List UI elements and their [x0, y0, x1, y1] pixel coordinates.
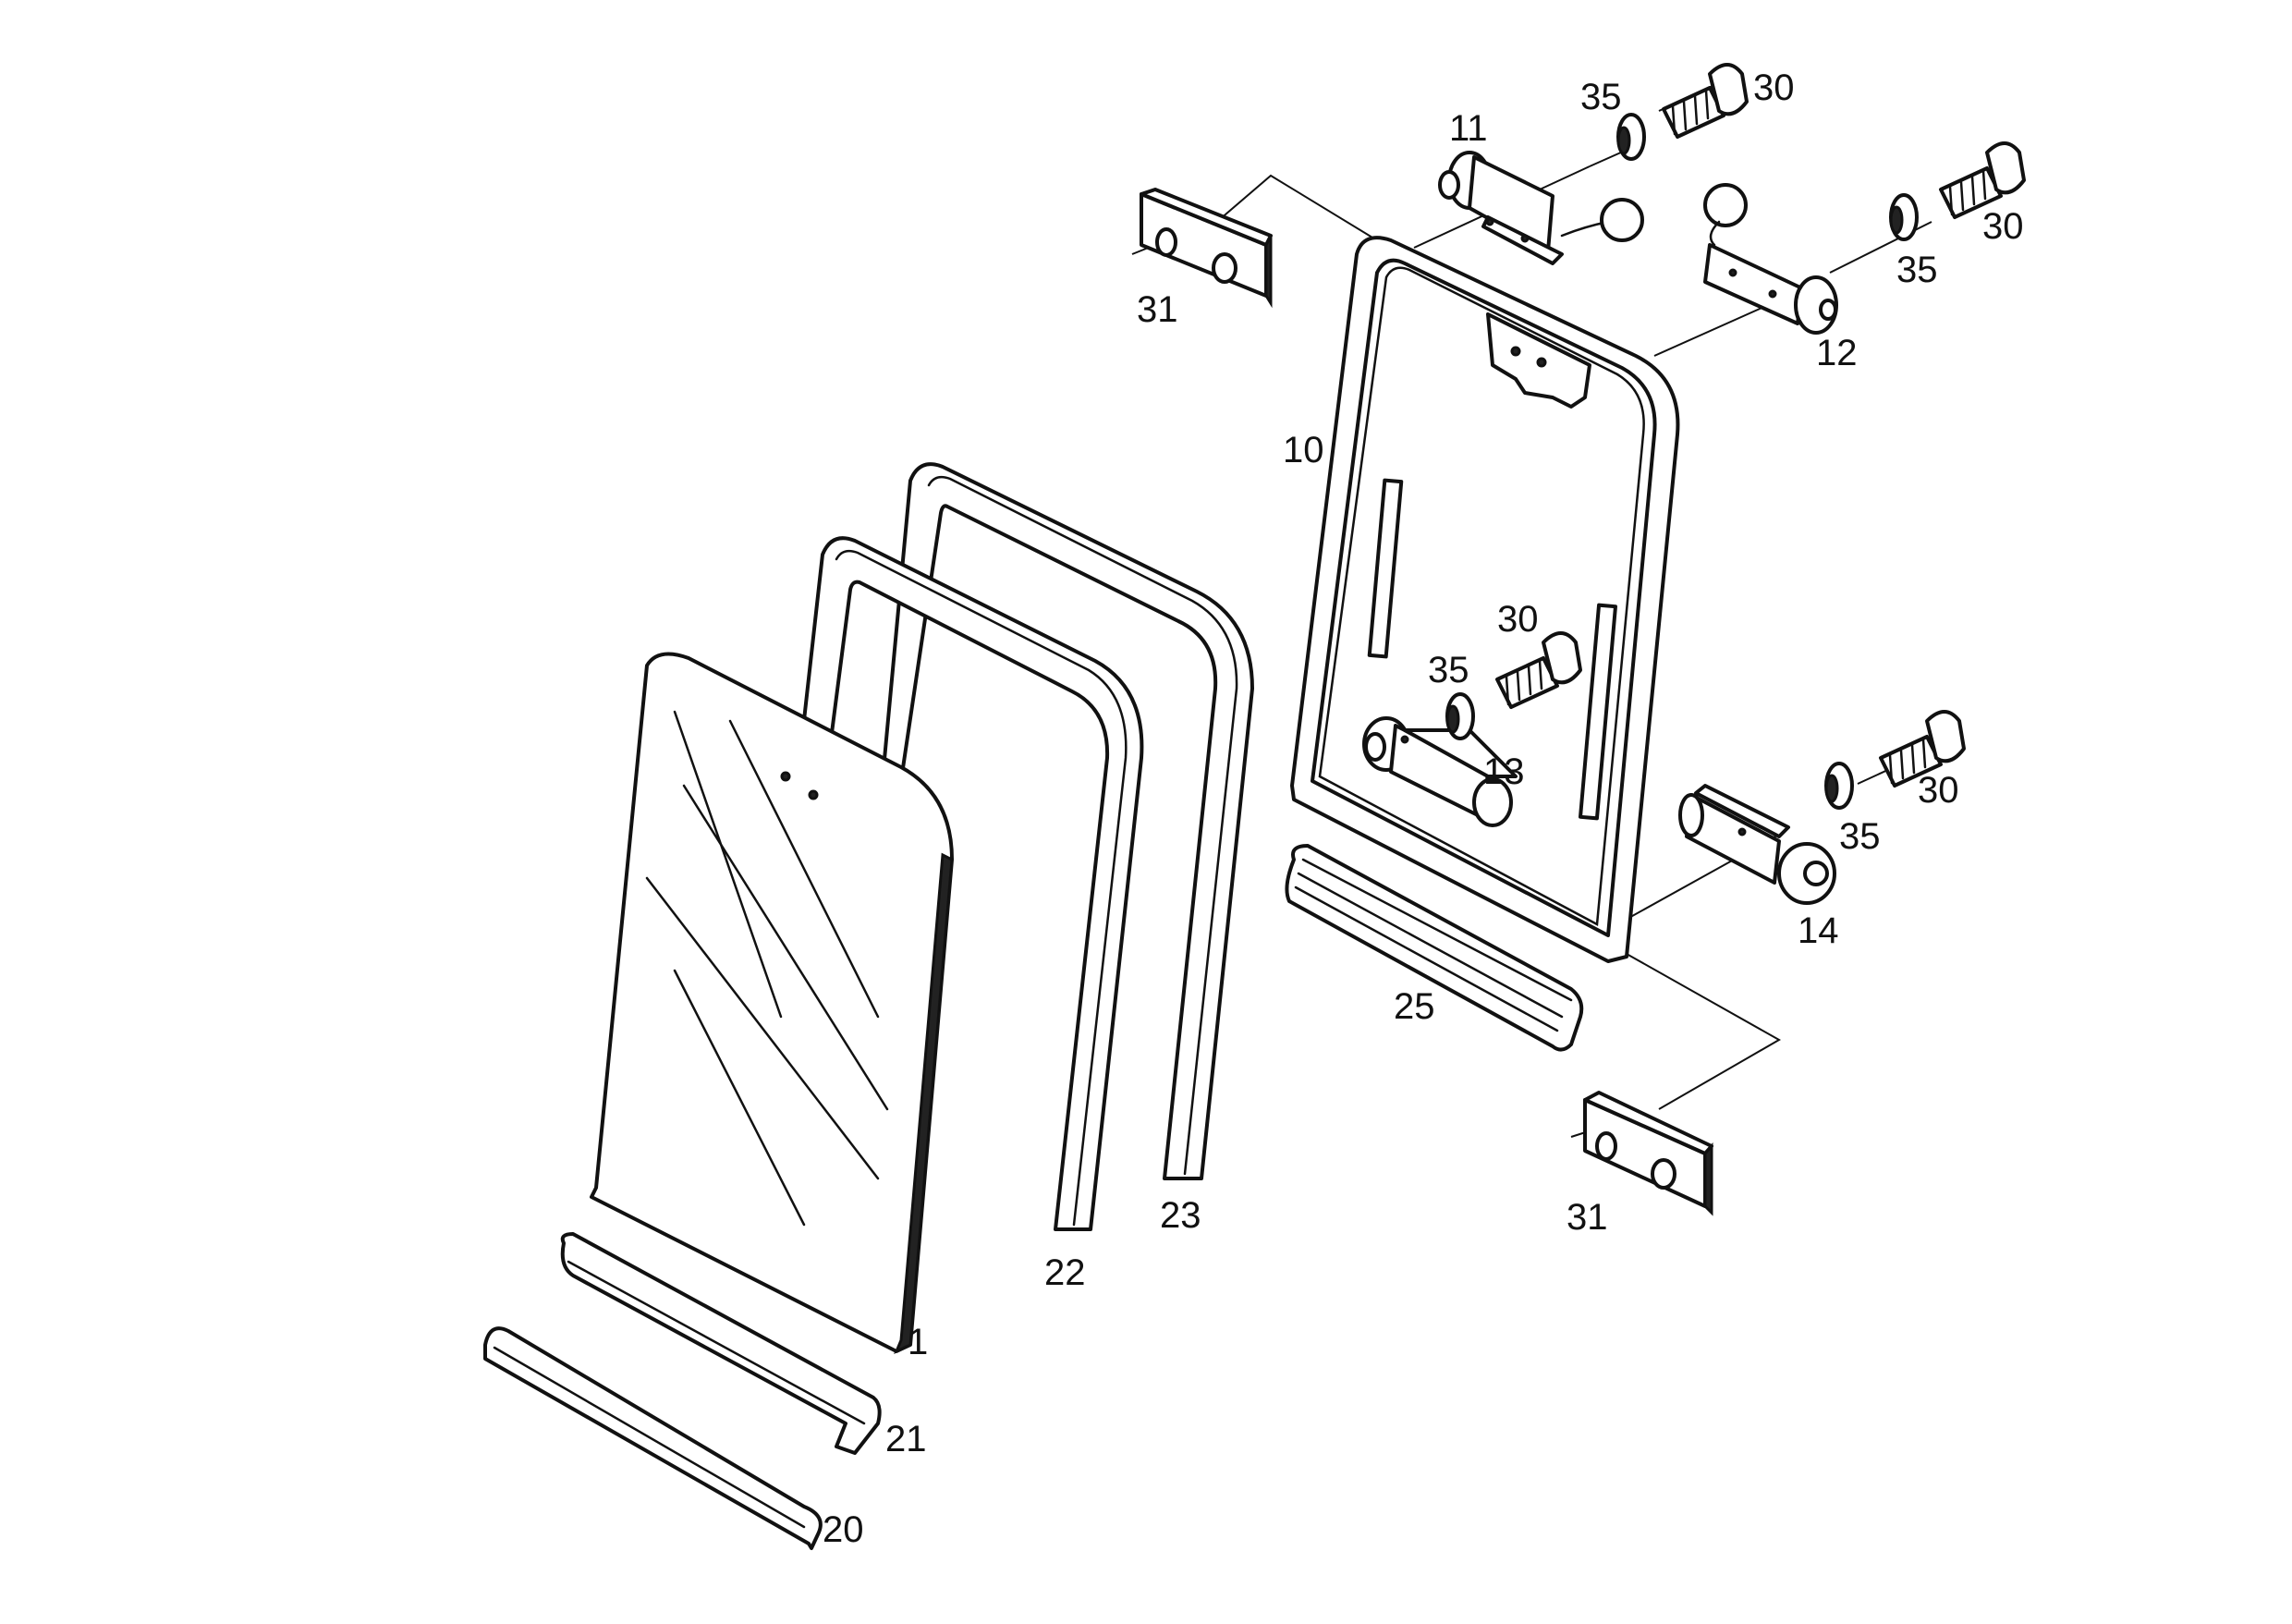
- label-14: 14: [1798, 910, 1839, 951]
- label-21: 21: [885, 1419, 927, 1459]
- label-35-mid-left: 35: [1428, 650, 1469, 690]
- part-labels: 1 10 11 12 13 14 20 21 22 23 25 30 30 30…: [823, 67, 2024, 1550]
- part-31-upper-block: [1140, 188, 1273, 309]
- part-20-seal-strip: [483, 1326, 823, 1550]
- label-30-top: 30: [1753, 67, 1795, 108]
- label-20: 20: [823, 1509, 864, 1550]
- part-13-pin: [1362, 716, 1518, 827]
- label-13: 13: [1483, 751, 1525, 792]
- label-12: 12: [1816, 333, 1858, 373]
- part-21-profile-strip: [560, 1232, 882, 1455]
- label-30-mid-left: 30: [1497, 599, 1539, 640]
- label-30-upper-right: 30: [1982, 206, 2024, 247]
- label-23: 23: [1160, 1195, 1201, 1236]
- label-35-upper-right: 35: [1896, 250, 1938, 290]
- part-12-pin: [1703, 183, 1838, 335]
- part-11-pin: [1438, 151, 1644, 265]
- label-30-lower-right: 30: [1918, 770, 1959, 811]
- label-1: 1: [908, 1322, 928, 1362]
- part-25-profile: [1285, 844, 1584, 1052]
- part-14-pin: [1678, 784, 1836, 905]
- screw-set-mid-left: [1445, 631, 1582, 740]
- label-10: 10: [1283, 430, 1324, 470]
- part-1-glass-pane: [590, 652, 954, 1354]
- screw-set-top: [1616, 63, 1749, 161]
- label-35-lower-right: 35: [1839, 816, 1881, 857]
- label-22: 22: [1044, 1252, 1086, 1293]
- label-31-upper: 31: [1137, 289, 1178, 330]
- part-10-frame: [1290, 236, 1680, 963]
- label-11: 11: [1449, 108, 1488, 149]
- label-35-top: 35: [1580, 77, 1622, 117]
- screw-set-upper-right: [1889, 141, 2026, 241]
- label-25: 25: [1394, 986, 1435, 1027]
- label-31-lower: 31: [1567, 1197, 1608, 1238]
- part-31-lower-block: [1583, 1091, 1713, 1216]
- screw-set-lower-right: [1824, 710, 1966, 810]
